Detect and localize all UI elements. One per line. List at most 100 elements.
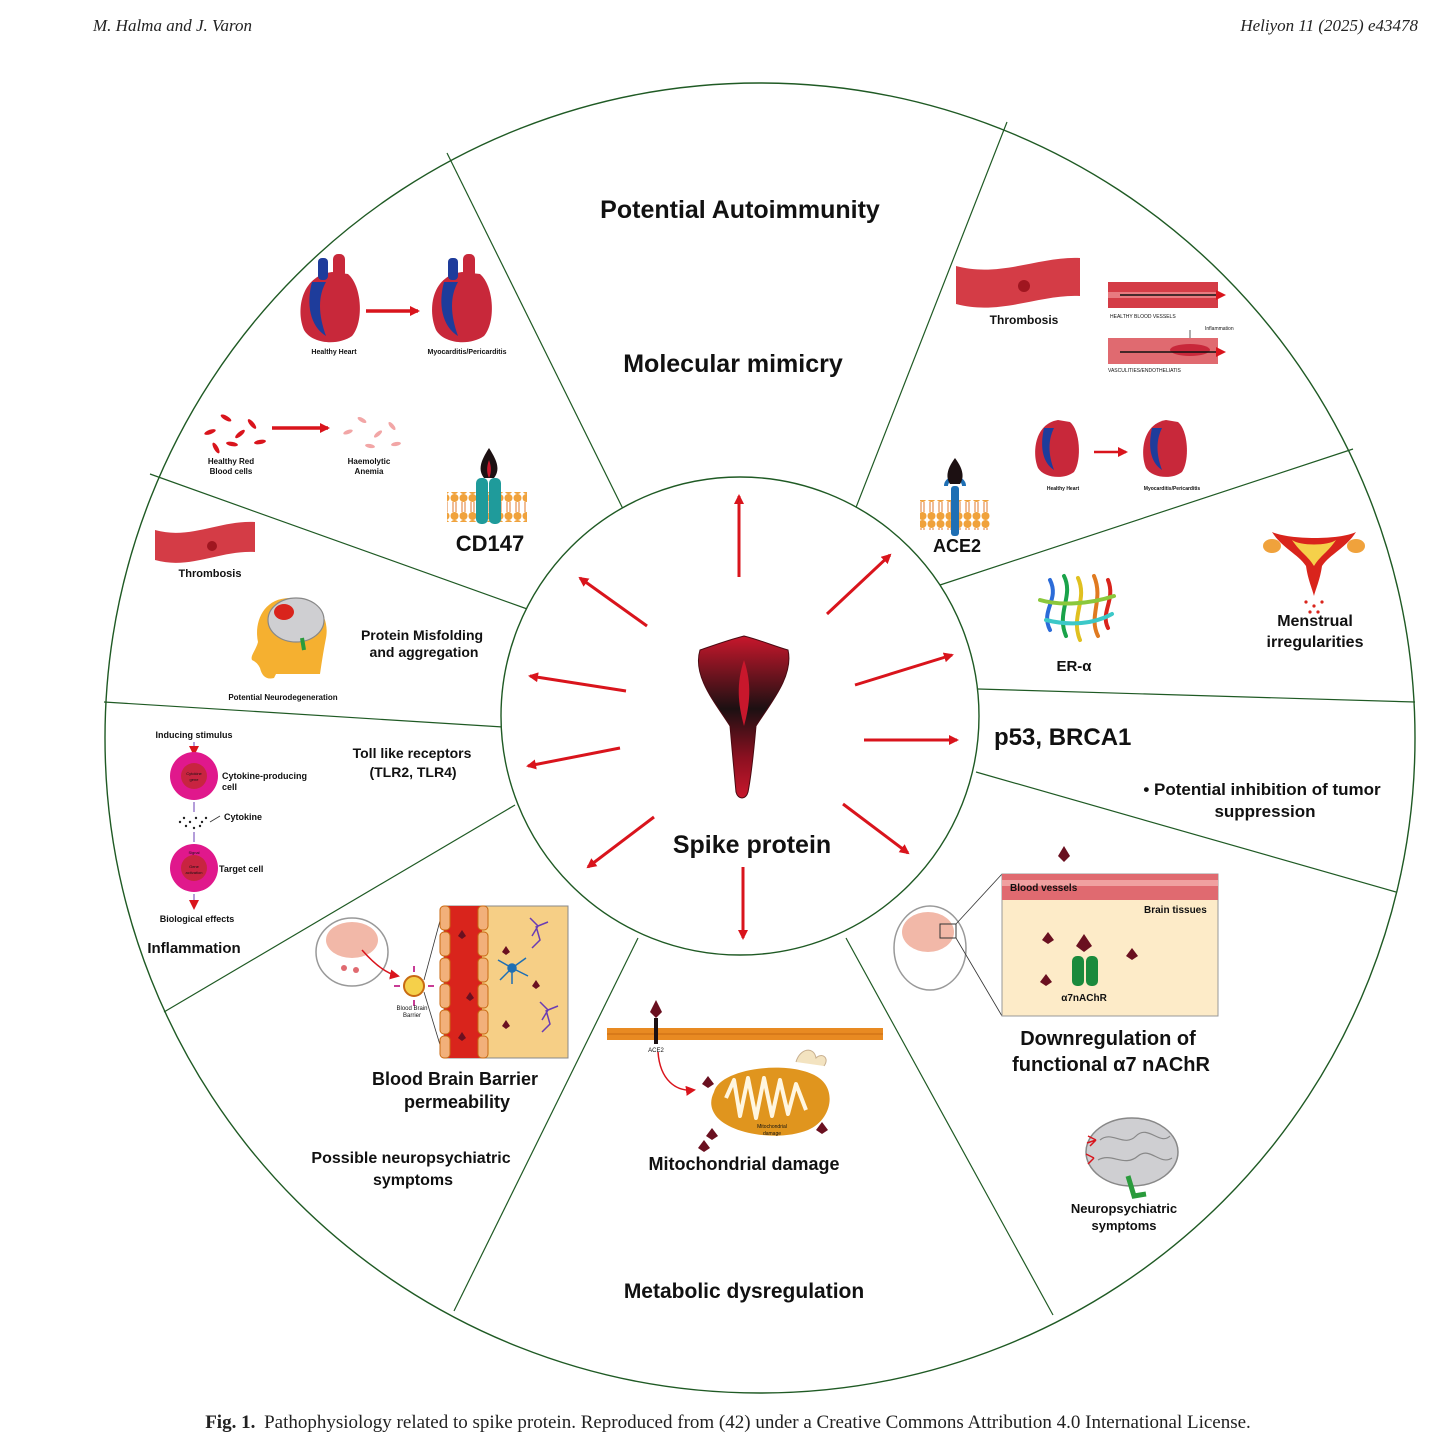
outer-ring [104, 82, 1416, 1394]
nachr-tissue-panel [1001, 873, 1219, 1017]
er-alpha-label: ER-α [1056, 658, 1092, 675]
menstrual-label-1: Menstrual [1277, 613, 1353, 630]
menstrual-label-2: irregularities [1267, 634, 1364, 651]
nachr-symptoms-label-2: symptoms [1091, 1218, 1156, 1233]
bbb-barrier-panel [439, 905, 569, 1059]
signal-label: Signal [188, 850, 199, 855]
mitochondrial-damage-label: Mitochondrial damage [648, 1154, 839, 1174]
arrow-up-left [578, 576, 648, 628]
nachr-title-1: Downregulation of [1020, 1028, 1196, 1050]
autoimmunity-title: Potential Autoimmunity [600, 196, 880, 224]
header-authors: M. Halma and J. Varon [93, 16, 252, 35]
p53-title: p53, BRCA1 [994, 724, 1131, 751]
nachr-receptor-icon [1072, 956, 1098, 986]
mito-small-label-2: damage [763, 1131, 781, 1137]
mitochondrion-icon [711, 1049, 830, 1136]
bbb-small-label-2: Barrier [403, 1013, 421, 1019]
brain-tissues-label: Brain tissues [1144, 905, 1207, 916]
header-journal: Heliyon 11 (2025) e43478 [1240, 16, 1418, 35]
center-label: Spike protein [673, 831, 831, 859]
healthy-vessels-label: HEALTHY BLOOD VESSELS [1110, 314, 1176, 320]
ace2-myocarditis-heart-icon [1143, 420, 1187, 477]
metabolic-spike-icons [698, 1076, 828, 1152]
nachr-symptoms-label-1: Neuropsychiatric [1071, 1201, 1177, 1216]
bbb-title-1: Blood Brain Barrier [372, 1069, 538, 1089]
sector-cd147: Healthy Heart Myocarditis/Pericarditis H… [204, 254, 527, 556]
ace2-healthy-heart-icon [1035, 420, 1079, 477]
inducing-stimulus-label: Inducing stimulus [155, 730, 232, 740]
healthy-rbc-label-1: Healthy Red [208, 457, 254, 466]
ace2-receptor-icon [920, 458, 990, 536]
arrow-up-right [825, 553, 892, 616]
ace2-myocarditis-label: Myocarditis/Pericarditis [1144, 486, 1201, 492]
myocarditis-heart-icon [432, 254, 492, 343]
cd147-label: CD147 [456, 531, 524, 556]
cytokine-gene-label-1: Cytokine [186, 771, 202, 776]
anemia-label-1: Haemolytic [348, 457, 391, 466]
misfolding-thrombosis-label: Thrombosis [179, 568, 242, 580]
anemia-label-2: Anemia [355, 467, 384, 476]
radiating-arrows [526, 494, 959, 940]
neurodegeneration-label: Potential Neurodegeneration [228, 693, 337, 702]
tlr-inflammation-label: Inflammation [147, 940, 240, 957]
ace2-thrombosis-label: Thrombosis [990, 313, 1059, 327]
nachr-head-icon [893, 873, 1003, 1017]
producing-cell-label-1: Cytokine-producing [222, 771, 307, 781]
healthy-heart-label: Healthy Heart [311, 349, 357, 356]
mito-small-label-1: Mitochondrial [757, 1124, 787, 1130]
vasculitis-label: VASCULITIES/ENDOTHELIATIS [1108, 368, 1182, 374]
vasculitis-vessel-icon [1108, 338, 1226, 364]
nachr-receptor-label: α7nAChR [1061, 993, 1107, 1004]
cytokine-dots-icon [178, 816, 208, 830]
sector-autoimmunity: Potential Autoimmunity Molecular mimicry [600, 196, 880, 378]
sector-p53: p53, BRCA1 • Potential inhibition of tum… [994, 724, 1381, 821]
nachr-spike-icons [1040, 846, 1138, 986]
tlr-title-2: (TLR2, TLR4) [369, 764, 456, 780]
arrow-down-right [842, 802, 910, 855]
sector-tlr: Toll like receptors (TLR2, TLR4) Inducin… [147, 730, 471, 957]
caption-label: Fig. 1. [205, 1412, 256, 1433]
cytokine-label: Cytokine [224, 812, 262, 822]
figure-caption: Fig. 1. Pathophysiology related to spike… [0, 1412, 1456, 1434]
uterus-icon [1263, 532, 1365, 614]
metabolic-ace2-label: ACE2 [648, 1048, 664, 1054]
bbb-vessel-icon [394, 966, 434, 1006]
misfolding-thrombosis-icon [155, 521, 255, 563]
haemolytic-rbc-icon [343, 416, 401, 449]
molecular-mimicry-label: Molecular mimicry [623, 350, 843, 378]
sector-dividers [103, 121, 1416, 1316]
healthy-heart-icon [300, 254, 360, 343]
er-alpha-protein-icon [1038, 574, 1116, 642]
sector-bbb: Blood Brain Barrier [311, 905, 569, 1189]
healthy-rbc-icon [204, 414, 266, 454]
gene-activation-label-2: activation [186, 870, 203, 875]
arrow-left-1 [526, 746, 621, 770]
metabolic-title: Metabolic dysregulation [624, 1280, 864, 1303]
thrombosis-vessel-icon [956, 257, 1080, 308]
nachr-title-2: functional α7 nAChR [1012, 1054, 1210, 1076]
healthy-rbc-label-2: Blood cells [210, 467, 253, 476]
bbb-head-icon [315, 917, 400, 987]
producing-cell-label-2: cell [222, 782, 237, 792]
arrow-left-2 [528, 672, 627, 693]
biological-effects-label: Biological effects [160, 914, 235, 924]
target-cell-label: Target cell [219, 864, 263, 874]
cytokine-gene-label-2: gene [190, 777, 200, 782]
cytokine-producing-cell-icon [170, 752, 218, 800]
ace2-label: ACE2 [933, 536, 981, 556]
cd147-receptor-icon [447, 448, 527, 524]
target-cell-icon [170, 844, 218, 892]
spike-protein-icon [698, 635, 790, 799]
brain-icon [1085, 1117, 1179, 1199]
p53-bullet-1: • Potential inhibition of tumor [1143, 780, 1381, 799]
sector-nachr: Blood vessels Brain tissues α7nAChR Down… [893, 846, 1219, 1233]
bbb-symptoms-label-2: symptoms [373, 1172, 453, 1189]
myocarditis-label: Myocarditis/Pericarditis [428, 349, 507, 356]
healthy-vessel-icon [1108, 282, 1226, 308]
p53-bullet-2: suppression [1214, 802, 1315, 821]
neuro-head-icon [251, 597, 327, 679]
bbb-small-label-1: Blood Brain [396, 1006, 427, 1012]
arrow-right-1 [854, 652, 954, 687]
misfolding-title-1: Protein Misfolding [361, 627, 483, 643]
sector-metabolic: ACE2 Mitochondrial damage Mitochondrial … [607, 1000, 883, 1303]
